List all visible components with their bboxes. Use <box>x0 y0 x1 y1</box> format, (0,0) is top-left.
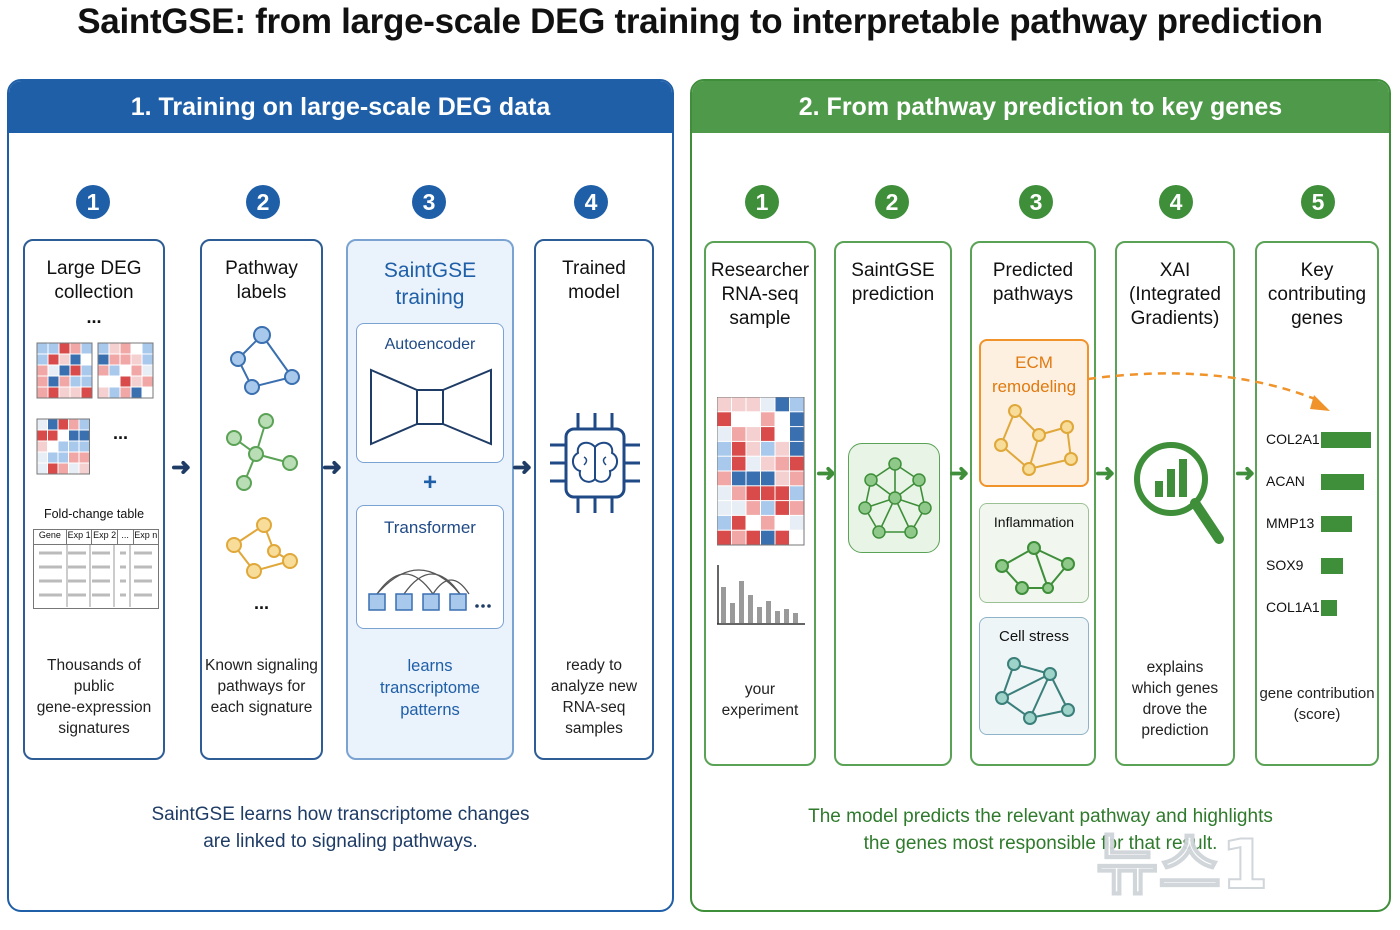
arrow-right-icon: ➜ <box>322 454 343 481</box>
gene-contribution-bar <box>1321 432 1371 448</box>
step-number-4: 4 <box>1159 185 1193 219</box>
table-rows-icon <box>39 545 152 607</box>
page-title: SaintGSE: from large-scale DEG training … <box>77 2 1323 41</box>
card-title: XAI (Integrated Gradients) <box>1129 260 1221 329</box>
gene-label: ACAN <box>1266 473 1305 489</box>
table-header-expn: Exp n <box>132 530 158 544</box>
expression-heatmap-icon <box>717 397 805 546</box>
step-number-3: 3 <box>1019 185 1053 219</box>
step-number-3: 3 <box>412 185 446 219</box>
ellipsis: ... <box>253 593 269 613</box>
arrow-right-icon: ➜ <box>1095 460 1116 487</box>
arrow-right-icon: ➜ <box>949 460 970 487</box>
gene-label: SOX9 <box>1266 557 1304 573</box>
autoencoder-icon <box>370 368 492 446</box>
card-description: explains which genes drove the predictio… <box>1131 659 1219 739</box>
autoencoder-label: Autoencoder <box>384 336 476 353</box>
ecm-remodeling-pathway: ECM remodeling <box>979 339 1089 487</box>
table-header-exp1: Exp 1 <box>65 530 91 544</box>
gene-label: MMP13 <box>1266 515 1315 531</box>
gene-label: COL2A1 <box>1266 431 1320 447</box>
histogram-icon <box>717 565 805 625</box>
card-title: Researcher RNA-seq sample <box>710 260 810 329</box>
inflammation-pathway: Inflammation <box>979 503 1089 603</box>
training-panel-footer: SaintGSE learns how transcriptome change… <box>151 804 530 852</box>
card-title: Large DEG collection <box>46 258 142 303</box>
heatmap-thumbnails-icon <box>36 342 154 475</box>
card-title: SaintGSE training <box>383 259 477 309</box>
table-header-ellipsis: ... <box>116 530 133 544</box>
ellipsis: ... <box>86 307 102 327</box>
table-header-gene: Gene <box>38 530 61 540</box>
gene-contribution-bar <box>1321 516 1352 532</box>
arrow-right-icon: ➜ <box>171 454 192 481</box>
card-title: Predicted pathways <box>992 260 1074 305</box>
prediction-panel: 2. From pathway prediction to key genes … <box>690 79 1391 912</box>
prediction-panel-header: 2. From pathway prediction to key genes <box>692 81 1389 133</box>
gene-contribution-bar <box>1321 474 1364 490</box>
predicted-pathways-card: Predicted pathways ECM remodeling Inflam… <box>970 241 1096 766</box>
ecm-network-icon <box>994 404 1078 476</box>
arrow-right-icon: ➜ <box>1235 460 1256 487</box>
magnifier-chart-icon <box>1134 442 1224 544</box>
transformer-box: Transformer <box>356 505 504 629</box>
card-title: Pathway labels <box>225 258 298 303</box>
step-number-4: 4 <box>574 185 608 219</box>
prediction-model-box <box>848 443 940 553</box>
more-ellipsis: ... <box>113 423 129 443</box>
saintgse-training-card: SaintGSE training Autoencoder + Transfor… <box>346 239 514 760</box>
step-number-2: 2 <box>875 185 909 219</box>
step-number-1: 1 <box>745 185 779 219</box>
pathway-label: Inflammation <box>993 514 1075 530</box>
prediction-panel-footer: The model predicts the relevant pathway … <box>808 806 1273 854</box>
saintgse-prediction-card: SaintGSE prediction <box>834 241 952 766</box>
transformer-label: Transformer <box>384 518 476 537</box>
xai-card: XAI (Integrated Gradients) explains whic… <box>1115 241 1235 766</box>
table-header-exp2: Exp 2 <box>91 530 116 544</box>
card-title: SaintGSE prediction <box>851 260 935 305</box>
card-title: Trained model <box>562 258 626 303</box>
card-description: your experiment <box>721 681 799 719</box>
card-description: learns transcriptome patterns <box>380 657 480 719</box>
watermark-text: 뉴스1 <box>1096 826 1268 905</box>
card-description: ready to analyze new RNA-seq samples <box>550 657 638 737</box>
arrow-right-icon: ➜ <box>816 460 837 487</box>
step-number-5: 5 <box>1301 185 1335 219</box>
pathway-label: Cell stress <box>998 628 1069 645</box>
card-description: gene contribution (score) <box>1259 685 1375 723</box>
plus-sign: + <box>422 469 437 496</box>
fold-change-caption: Fold-change table <box>43 507 145 521</box>
fold-change-table: Gene Exp 1 Exp 2 ... Exp n <box>33 529 159 609</box>
brain-chip-icon <box>550 413 640 513</box>
news-watermark: 뉴스1 <box>1092 800 1392 910</box>
cell-stress-network-icon <box>995 657 1075 725</box>
trained-model-card: Trained model ready to analyze new RNA-s… <box>534 239 654 760</box>
gene-contribution-bar <box>1321 558 1343 574</box>
researcher-sample-card: Researcher RNA-seq sample your experimen… <box>704 241 816 766</box>
large-deg-collection-card: Large DEG collection ... ... Fold-change… <box>23 239 165 760</box>
cell-stress-pathway: Cell stress <box>979 617 1089 735</box>
card-title: Key contributing genes <box>1267 260 1367 329</box>
pathway-label: ECM remodeling <box>991 353 1077 396</box>
gene-label: COL1A1 <box>1266 599 1320 615</box>
inflammation-network-icon <box>995 541 1075 595</box>
autoencoder-box: Autoencoder <box>356 323 504 463</box>
pathway-network-icons <box>226 326 300 579</box>
training-panel: 1. Training on large-scale DEG data 1 2 … <box>7 79 674 912</box>
step-number-2: 2 <box>246 185 280 219</box>
neural-network-icon <box>858 457 932 539</box>
pathway-labels-card: Pathway labels ... Known signaling pathw… <box>200 239 323 760</box>
attention-icon <box>368 569 491 611</box>
step-number-1: 1 <box>76 185 110 219</box>
ecm-to-genes-connector <box>1087 372 1330 411</box>
gene-contribution-bar <box>1321 600 1337 616</box>
card-description: Thousands of public gene-expression sign… <box>36 657 152 737</box>
card-description: Known signaling pathways for each signat… <box>205 657 318 716</box>
training-panel-header: 1. Training on large-scale DEG data <box>9 81 672 133</box>
arrow-right-icon: ➜ <box>512 454 533 481</box>
